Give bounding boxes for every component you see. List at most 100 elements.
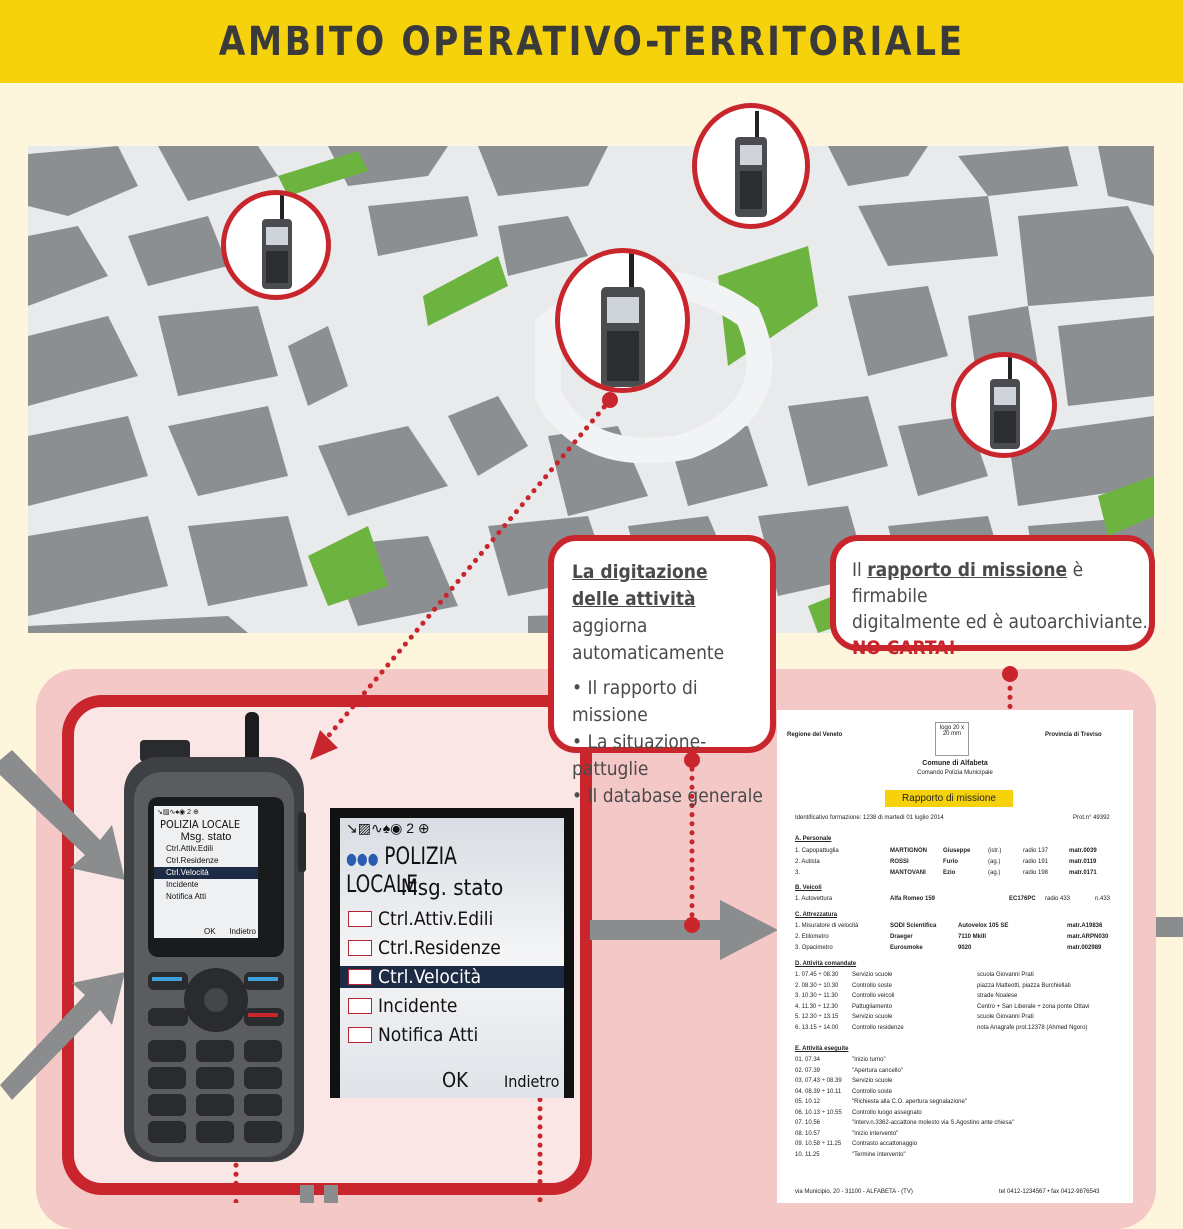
radio-icon	[990, 357, 1020, 449]
doc-eseguite-cell: 04. 08.39 ÷ 10.11	[795, 1088, 842, 1095]
doc-comandate-cell: Centro + San Liberale + zona ponte Ottav…	[977, 1003, 1090, 1010]
device-menu-item-selected[interactable]: Ctrl.Velocità	[154, 867, 258, 879]
doc-veicolo-model: Alfa Romeo 159	[890, 896, 936, 902]
device-menu-item[interactable]: Notifica Atti	[166, 892, 207, 901]
doc-veicolo-plate: EC176PC	[1009, 896, 1036, 902]
doc-comandate-cell: 3. 10.30 ÷ 11.30	[795, 993, 838, 999]
doc-comandate-cell: Servizio scuole	[852, 1014, 893, 1020]
doc-attrezzatura-cell: 7110 MkIII	[958, 934, 987, 940]
chart-icon	[348, 969, 372, 985]
doc-personale-cell: Ezio	[943, 870, 956, 876]
doc-eseguite-cell: Servizio scuole	[852, 1078, 893, 1084]
doc-attrezzatura-cell: 2. Etilometro	[795, 934, 829, 940]
doc-attrezzatura-cell: matr.A19836	[1067, 923, 1103, 929]
doc-eseguite-cell: 10. 11.25	[795, 1151, 820, 1158]
doc-personale-cell: (ag.)	[988, 859, 1001, 865]
doc-province: Provincia di Treviso	[1045, 732, 1102, 738]
menu-item-notifica-atti[interactable]: Notifica Atti	[348, 1024, 478, 1046]
callout-title-line2: delle attività	[572, 588, 696, 610]
chart-icon	[348, 1027, 372, 1043]
device-screen-header: POLIZIA LOCALE	[160, 818, 241, 831]
doc-eseguite-cell: "Richiesta alla C.O. apertura segnalazio…	[852, 1099, 967, 1105]
radio-device	[124, 712, 306, 1162]
callout-text-automaticamente: automaticamente	[572, 642, 725, 664]
chart-icon	[348, 998, 372, 1014]
device-screen: ↘▨∿♠◉ 2 ⊕ POLIZIA LOCALE Msg. stato Ctrl…	[154, 806, 258, 938]
doc-region: Regione del Veneto	[787, 732, 843, 738]
menu-item-residenze[interactable]: Ctrl.Residenze	[348, 937, 501, 959]
doc-comandate-cell: scuole Giovanni Prati	[977, 1014, 1034, 1020]
doc-prot: Prot.n° 49392	[1073, 815, 1110, 821]
callout-bullet: • Il rapporto di missione	[572, 677, 698, 726]
arrow-stub	[300, 1185, 338, 1203]
doc-eseguite-cell: "Termine intervento"	[852, 1151, 906, 1158]
callout-rapporto-term: rapporto di missione	[867, 559, 1068, 581]
callout-title-line1: La digitazione	[572, 561, 708, 583]
device-menu-item[interactable]: Ctrl.Residenze	[166, 856, 219, 865]
doc-eseguite-cell: Contrasto accattonaggio	[852, 1141, 918, 1147]
doc-eseguite-cell: "Interv.n.3362-accattone molesto via S.A…	[852, 1120, 1014, 1126]
doc-comandate-cell: Servizio scuole	[852, 972, 893, 978]
doc-eseguite-cell: 09. 10.58 ÷ 11.25	[795, 1141, 842, 1147]
no-carta-label: NO CARTA!	[852, 637, 957, 659]
doc-comandate-cell: 1. 07.45 ÷ 08.30	[795, 972, 839, 978]
doc-comandate-cell: scuola Giovanni Prati	[977, 972, 1034, 978]
doc-section-d: D. Attività comandate	[795, 961, 857, 967]
callout-bullet: • La situazione-pattuglie	[572, 731, 707, 780]
device-softkey-ok[interactable]: OK	[204, 927, 216, 936]
device-softkey-back[interactable]: Indietro	[229, 927, 256, 936]
doc-attrezzatura-cell: 3. Opacimetro	[795, 945, 833, 951]
chart-icon	[348, 940, 372, 956]
doc-personale-cell: 3.	[795, 870, 801, 876]
doc-personale-cell: (istr.)	[988, 848, 1002, 854]
doc-personale-cell: matr.0119	[1069, 859, 1097, 865]
doc-attrezzatura-cell: Autovelox 105 SE	[958, 923, 1009, 929]
arrow-to-document	[590, 900, 778, 960]
map-illustration	[28, 146, 1154, 633]
chart-icon	[348, 911, 372, 927]
people-icon: ●●●	[346, 849, 379, 868]
doc-eseguite-cell: "Inizio intervento"	[852, 1130, 899, 1137]
menu-item-velocita-selected[interactable]: Ctrl.Velocità	[340, 966, 564, 988]
doc-comandate-cell: Controllo residenze	[852, 1024, 904, 1031]
doc-eseguite-cell: 07. 10.56	[795, 1120, 821, 1126]
menu-item-attiv-edili[interactable]: Ctrl.Attiv.Edili	[348, 908, 493, 930]
doc-eseguite-cell: 05. 10.12	[795, 1099, 821, 1105]
menu-item-incidente[interactable]: Incidente	[348, 995, 457, 1017]
doc-personale-cell: radio 191	[1023, 859, 1049, 865]
doc-personale-cell: (ag.)	[988, 870, 1001, 876]
doc-eseguite-cell: 06. 10.13 ÷ 10.55	[795, 1109, 842, 1116]
radio-circle-1	[221, 190, 331, 300]
doc-personale-cell: 1. Capopattuglia	[795, 848, 839, 854]
doc-personale-cell: ROSSI	[890, 859, 909, 865]
doc-attrezzatura-cell: SODI Scientifica	[890, 923, 937, 929]
radio-icon	[262, 195, 292, 289]
doc-eseguite-cell: Controllo soste	[852, 1088, 893, 1095]
doc-comandate-cell: piazza Matteotti, piazza Burchiellati	[977, 982, 1071, 989]
radio-circle-4	[951, 352, 1057, 458]
radio-circle-3	[555, 248, 690, 393]
doc-personale-cell: 2. Autista	[795, 859, 820, 865]
doc-eseguite-cell: 02. 07.39	[795, 1067, 821, 1074]
device-screen-subheader: Msg. stato	[180, 831, 232, 843]
device-menu-item[interactable]: Incidente	[166, 880, 199, 889]
softkey-ok[interactable]: OK	[442, 1068, 468, 1092]
doc-comandate-cell: 4. 11.30 ÷ 12.30	[795, 1003, 838, 1010]
callout-bullet: • Il database generale	[572, 785, 763, 807]
mission-report-document: Regione del Veneto logo 20 x 20 mm Provi…	[777, 710, 1133, 1203]
doc-comandate-cell: 6. 13.15 ÷ 14.00	[795, 1024, 839, 1031]
doc-personale-cell: MANTOVANI	[890, 870, 926, 876]
status-icons: ↘▨∿♠◉ 2 ⊕	[346, 820, 430, 836]
doc-title: Rapporto di missione	[885, 790, 1013, 807]
doc-attrezzatura-cell: Eurosmoke	[890, 945, 923, 951]
softkey-back[interactable]: Indietro	[504, 1072, 560, 1091]
doc-personale-cell: matr.0171	[1069, 870, 1097, 876]
arrows-left	[0, 750, 125, 1100]
screen-header: ●●● POLIZIA LOCALE	[346, 842, 457, 898]
device-menu-item[interactable]: Ctrl.Attiv.Edili	[166, 844, 213, 853]
radio-circle-2	[692, 103, 810, 229]
doc-comune: Comune di Alfabeta	[922, 760, 988, 767]
screen-subheader: Msg. stato	[400, 876, 504, 901]
doc-footer-contacts: tel 0412-1234567 • fax 0412-9876543	[999, 1189, 1100, 1195]
doc-eseguite-cell: 01. 07.34	[795, 1057, 821, 1063]
